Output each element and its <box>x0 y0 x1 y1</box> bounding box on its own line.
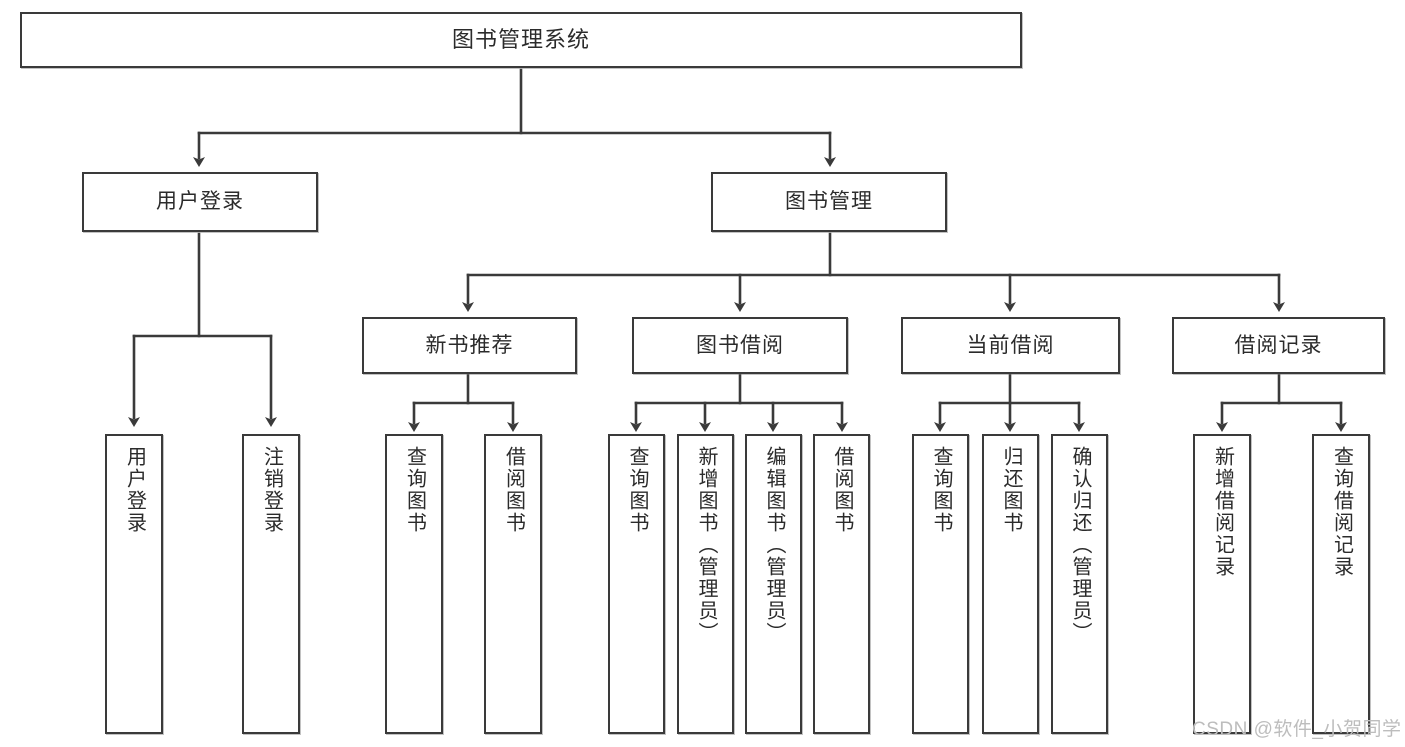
node-borrow-record[interactable]: 借阅记录 <box>1172 317 1385 374</box>
node-leaf-logout-login[interactable]: 注销登录 <box>242 434 300 734</box>
node-leaf-query-book-1-label: 查询图书 <box>403 446 426 534</box>
node-current-borrow-label: 当前借阅 <box>966 333 1055 357</box>
node-leaf-user-login-label: 用户登录 <box>123 446 146 534</box>
node-root-system-label: 图书管理系统 <box>451 26 590 52</box>
node-leaf-add-record[interactable]: 新增借阅记录 <box>1193 434 1251 734</box>
node-new-book-recommend[interactable]: 新书推荐 <box>362 317 577 374</box>
node-leaf-borrow-book-2-label: 借阅图书 <box>831 446 853 534</box>
node-current-borrow[interactable]: 当前借阅 <box>901 317 1120 374</box>
node-leaf-edit-book[interactable]: 编辑图书（管理员） <box>745 434 802 734</box>
node-leaf-edit-book-label: 编辑图书（管理员） <box>763 446 785 644</box>
node-leaf-add-book-label: 新增图书（管理员） <box>695 446 717 644</box>
node-leaf-query-book-3-label: 查询图书 <box>930 446 952 534</box>
node-borrow-record-label: 借阅记录 <box>1234 333 1323 357</box>
node-user-login[interactable]: 用户登录 <box>82 172 318 232</box>
node-leaf-return-book[interactable]: 归还图书 <box>982 434 1039 734</box>
node-book-borrow-label: 图书借阅 <box>696 333 784 357</box>
node-leaf-query-book-2[interactable]: 查询图书 <box>608 434 665 734</box>
node-leaf-add-book[interactable]: 新增图书（管理员） <box>677 434 734 734</box>
node-book-borrow[interactable]: 图书借阅 <box>632 317 848 374</box>
node-leaf-query-record-label: 查询借阅记录 <box>1330 446 1353 578</box>
node-root-system[interactable]: 图书管理系统 <box>20 12 1022 68</box>
node-leaf-confirm-return-label: 确认归还（管理员） <box>1069 446 1091 644</box>
node-leaf-logout-login-label: 注销登录 <box>260 446 283 534</box>
csdn-watermark: CSDN @软件_小贺同学 <box>1192 719 1402 740</box>
node-leaf-confirm-return[interactable]: 确认归还（管理员） <box>1051 434 1108 734</box>
node-leaf-borrow-book-2[interactable]: 借阅图书 <box>813 434 870 734</box>
node-book-management-label: 图书管理 <box>785 190 873 214</box>
node-leaf-query-book-2-label: 查询图书 <box>626 446 648 534</box>
node-new-book-recommend-label: 新书推荐 <box>425 333 514 357</box>
node-leaf-return-book-label: 归还图书 <box>1000 446 1022 534</box>
node-leaf-query-book-1[interactable]: 查询图书 <box>385 434 443 734</box>
node-leaf-user-login[interactable]: 用户登录 <box>105 434 163 734</box>
node-leaf-borrow-book-1[interactable]: 借阅图书 <box>484 434 542 734</box>
node-book-management[interactable]: 图书管理 <box>711 172 947 232</box>
node-leaf-query-record[interactable]: 查询借阅记录 <box>1312 434 1370 734</box>
node-leaf-add-record-label: 新增借阅记录 <box>1211 446 1234 578</box>
node-leaf-borrow-book-1-label: 借阅图书 <box>502 446 525 534</box>
node-leaf-query-book-3[interactable]: 查询图书 <box>912 434 969 734</box>
node-user-login-label: 用户登录 <box>156 190 244 214</box>
